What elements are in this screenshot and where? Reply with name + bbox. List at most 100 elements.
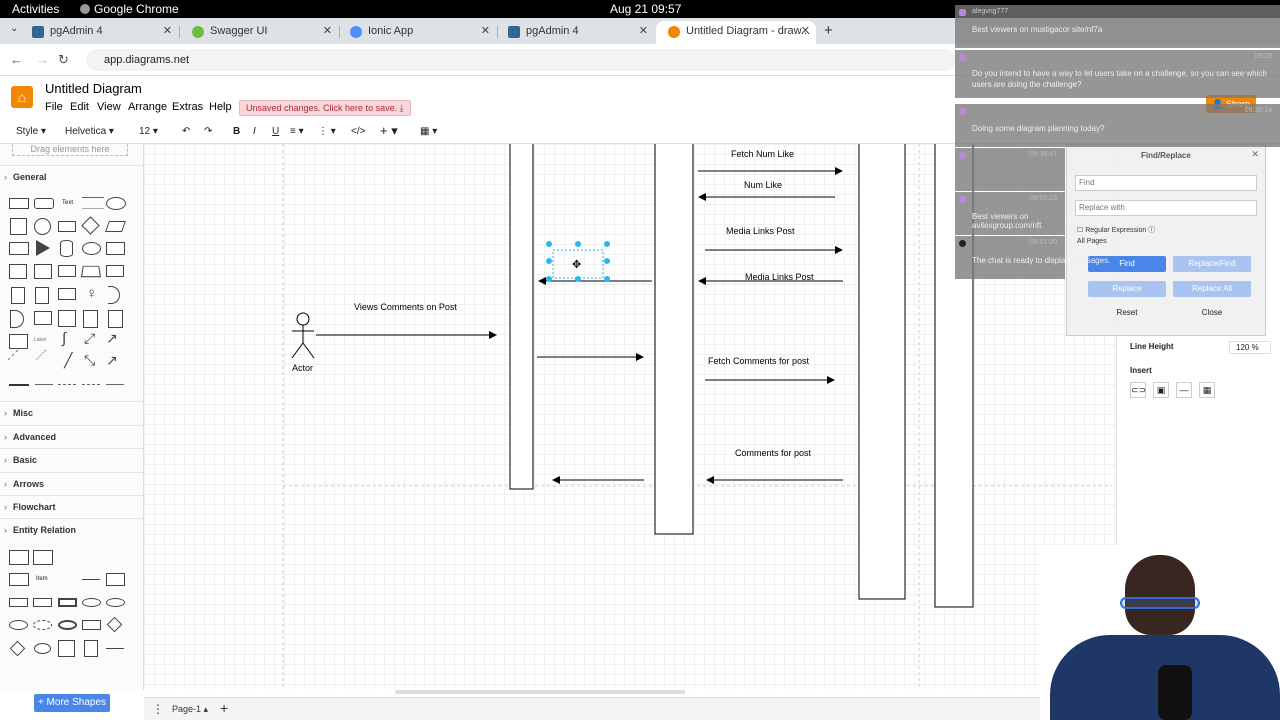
curve-shape[interactable]: ∫ [62,330,67,347]
close-icon[interactable]: ✕ [480,25,490,37]
cloud-shape[interactable] [82,242,101,255]
er-weak-entity-shape[interactable] [58,598,77,607]
lifeline-1[interactable] [509,144,534,490]
label-views-comments[interactable]: Views Comments on Post [354,302,457,312]
close-icon[interactable]: ✕ [1251,149,1259,159]
all-pages-checkbox[interactable]: All Pages [1077,238,1107,245]
er-cloud-shape[interactable] [34,643,51,654]
er-attribute-shape[interactable] [82,598,101,607]
italic-icon[interactable]: I [253,126,256,137]
line-height-input[interactable]: 120 % [1229,341,1271,354]
triangle-shape[interactable] [36,240,50,256]
menu-arrange[interactable]: Arrange [128,101,168,113]
menu-edit[interactable]: Edit [70,101,89,113]
table-icon[interactable]: ▦ [1199,382,1215,398]
circle-shape[interactable] [34,218,51,235]
style-dropdown[interactable]: Style ▾ [16,126,47,137]
unsaved-changes-banner[interactable]: Unsaved changes. Click here to save. ⤓ [239,100,411,116]
forward-icon[interactable]: → [36,52,49,67]
selected-shape[interactable] [552,249,604,279]
container-shape[interactable] [83,310,98,328]
page-tab-1[interactable]: Page-1 ▴ [172,704,209,714]
html-icon[interactable]: </> [351,126,366,137]
back-icon[interactable]: ← [10,52,23,67]
connector-shape[interactable] [106,384,124,385]
line-shape[interactable]: ╱ [64,352,73,368]
tab-swagger[interactable]: Swagger UI✕ [180,21,338,44]
redo-icon[interactable]: ↷ [204,126,213,137]
er-table-shape[interactable] [9,550,29,565]
directional-connector-shape[interactable]: ↗ [106,352,118,368]
tab-pgadmin-2[interactable]: pgAdmin 4✕ [496,21,654,44]
internal-storage-shape[interactable] [9,264,27,279]
rounded-rectangle-shape[interactable] [34,198,54,209]
label-shape[interactable]: Label [34,337,47,343]
section-basic[interactable]: Basic [0,448,143,471]
label-comments-for-post[interactable]: Comments for post [735,448,812,458]
er-entity-shape[interactable] [33,598,52,607]
tab-ionic[interactable]: Ionic App✕ [338,21,496,44]
undo-icon[interactable]: ↶ [182,126,191,137]
url-input[interactable]: app.diagrams.net [86,49,956,71]
more-icon[interactable]: ⋮ ▾ [318,126,336,137]
chevron-down-icon[interactable]: ⌄ [10,23,19,34]
font-size-dropdown[interactable]: 12 ▾ [139,126,158,137]
section-advanced[interactable]: Advanced [0,425,143,448]
new-tab-button[interactable]: + [824,22,833,39]
lifeline-3[interactable] [858,144,906,600]
er-item-shape[interactable]: Item [36,576,48,582]
section-misc[interactable]: Misc [0,401,143,424]
er-entity-shape[interactable] [9,573,29,586]
section-entity-relation[interactable]: Entity Relation [0,518,143,541]
replace-button[interactable]: Replace [1088,281,1166,297]
close-icon[interactable]: ✕ [800,25,810,37]
find-input[interactable]: Find [1075,175,1257,191]
find-button[interactable]: Find [1088,256,1166,272]
regex-checkbox[interactable]: ☐ Regular Expression ⓘ [1077,227,1156,234]
er-entity-shape[interactable] [9,598,28,607]
reload-icon[interactable]: ↻ [58,52,69,67]
er-key-attribute-shape[interactable] [9,620,28,630]
document-shape[interactable] [106,242,125,255]
er-attribute-shape[interactable] [106,598,125,607]
lifeline-2[interactable] [654,144,694,535]
actor-figure[interactable] [291,312,315,359]
move-icon[interactable]: ✥ [572,259,581,271]
er-note-shape[interactable] [84,640,98,657]
menu-extras[interactable]: Extras [172,101,204,113]
textbox-shape[interactable] [82,197,104,209]
label-media-links-post-1[interactable]: Media Links Post [726,226,795,236]
image-icon[interactable]: ▣ [1153,382,1169,398]
close-icon[interactable]: ✕ [638,25,648,37]
er-table-shape[interactable] [33,550,53,565]
card-shape[interactable] [35,287,49,304]
label-num-like[interactable]: Num Like [744,180,783,190]
app-menu[interactable]: Google Chrome [80,2,179,16]
display-shape[interactable] [34,311,52,325]
hexagon-shape[interactable] [9,242,29,255]
more-shapes-button[interactable]: + More Shapes [34,694,110,712]
list-shape[interactable] [108,310,123,328]
er-derived-attribute-shape[interactable] [33,620,52,630]
activities-button[interactable]: Activities [12,2,60,16]
section-general[interactable]: General [0,165,143,188]
label-media-links-post-2[interactable]: Media Links Post [745,272,814,282]
tab-drawio[interactable]: Untitled Diagram - draw...✕ [656,21,816,44]
callout-shape[interactable] [58,288,76,300]
tab-pgadmin-1[interactable]: pgAdmin 4✕ [20,21,178,44]
close-button[interactable]: Close [1201,308,1223,317]
bold-icon[interactable]: B [233,126,241,137]
er-table-shape[interactable] [58,640,75,657]
delay-shape[interactable] [10,310,24,328]
er-relationship-shape[interactable] [82,620,101,630]
cylinder-shape[interactable] [60,240,73,257]
add-page-button[interactable]: + [220,700,229,716]
step-shape[interactable] [58,265,76,277]
replace-input[interactable]: Replace with [1075,200,1257,216]
menu-help[interactable]: Help [209,101,232,113]
pages-menu-icon[interactable]: ⋮ [152,702,164,716]
dashed-edge-shape[interactable] [58,384,76,385]
replace-all-button[interactable]: Replace All [1173,281,1251,297]
align-icon[interactable]: ≡ ▾ [290,126,304,137]
frame-shape[interactable] [58,310,76,327]
